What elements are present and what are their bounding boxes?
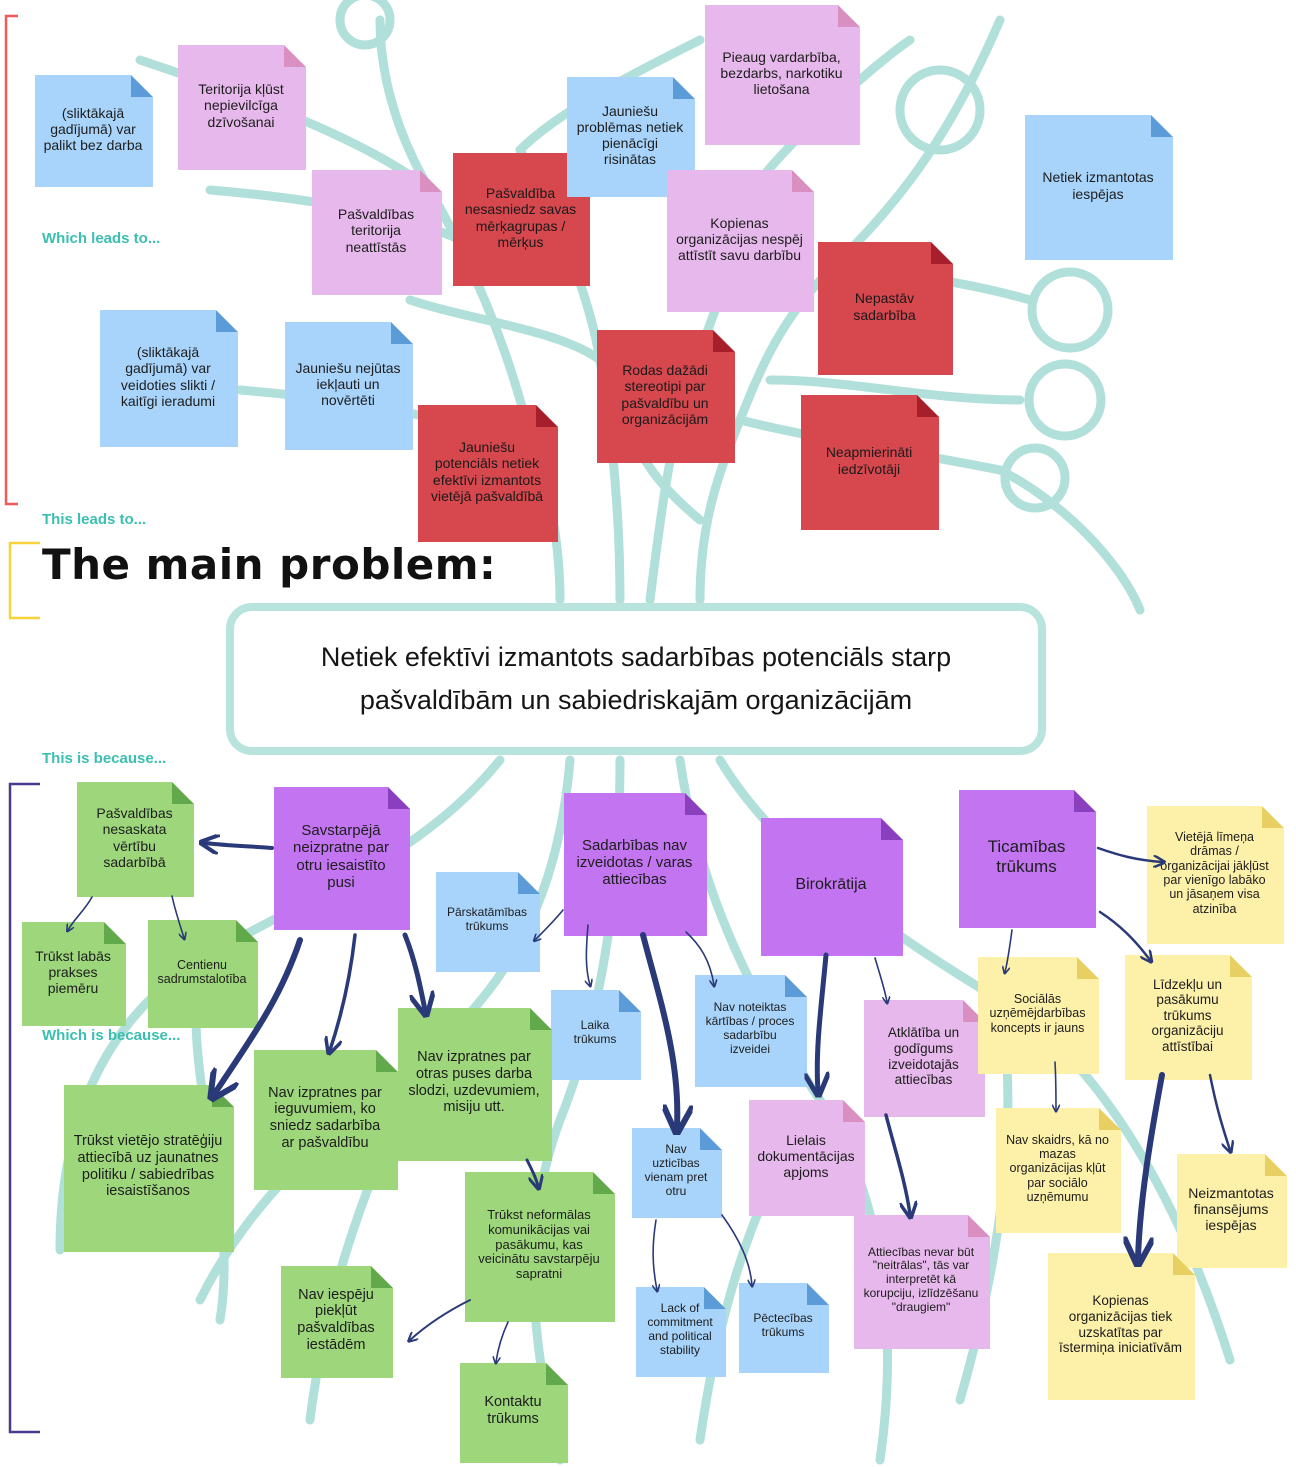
main-problem-heading: The main problem:	[42, 540, 497, 589]
cause-note: Laika trūkums	[551, 990, 641, 1080]
which-is-because-label: Which is because...	[42, 1027, 181, 1044]
cause-note: Pēctecības trūkums	[739, 1283, 829, 1373]
cause-note: Kopienas organizācijas tiek uzskatītas p…	[1048, 1253, 1195, 1400]
cause-note: Atklātība un godīgums izveidotajās attie…	[864, 1000, 985, 1117]
cause-note: Savstarpējā neizpratne par otru iesaistī…	[274, 787, 410, 930]
cause-note: Nav iespēju piekļūt pašvaldības iestādēm	[281, 1266, 393, 1378]
cause-note: Lielais dokumentācijas apjoms	[749, 1100, 865, 1216]
effect-note: Jauniešu potenciāls netiek efektīvi izma…	[418, 405, 558, 542]
effect-note: Pieaug vardarbība, bezdarbs, narkotiku l…	[705, 5, 860, 145]
effect-note: Teritorija kļūst nepievilcīga dzīvošanai	[178, 45, 306, 170]
cause-note: Trūkst neformālas komunikācijas vai pasā…	[465, 1172, 615, 1322]
cause-note: Vietējā līmeņa drāmas / organizācijai jā…	[1147, 806, 1284, 944]
cause-note: Nav uzticības vienam pret otru	[632, 1128, 722, 1218]
this-is-because-label: This is because...	[42, 750, 167, 767]
cause-note: Trūkst vietējo stratēģiju attiecībā uz j…	[64, 1085, 234, 1252]
cause-note: Centienu sadrumstalotība	[148, 920, 258, 1028]
cause-note: Sociālās uzņēmējdarbības koncepts ir jau…	[978, 957, 1099, 1074]
effect-note: Neapmierināti iedzīvotāji	[801, 395, 939, 530]
cause-note: Attiecības nevar būt "neitrālas", tās va…	[854, 1215, 990, 1349]
effect-note: Rodas dažādi stereotipi par pašvaldību u…	[597, 330, 735, 463]
cause-note: Līdzekļu un pasākumu trūkums organizācij…	[1125, 955, 1252, 1080]
which-leads-to-label: Which leads to...	[42, 230, 161, 247]
effects-bracket	[4, 14, 18, 506]
cause-note: Nav noteiktas kārtības / proces sadarbīb…	[695, 975, 807, 1087]
cause-note: Nav skaidrs, kā no mazas organizācijas k…	[996, 1108, 1121, 1233]
cause-note: Birokrātija	[761, 818, 903, 956]
cause-note: Sadarbības nav izveidotas / varas attiec…	[564, 793, 707, 936]
cause-note: Pārskatāmības trūkums	[436, 872, 540, 972]
problem-bracket	[8, 541, 40, 620]
this-leads-to-label: This leads to...	[42, 511, 147, 528]
cause-note: Nav izpratnes par ieguvumiem, ko sniedz …	[254, 1050, 398, 1190]
cause-note: Neizmantotas finansējums iespējas	[1177, 1154, 1287, 1268]
cause-note: Pašvaldības nesaskata vērtību sadarbībā	[77, 782, 194, 897]
effect-note: Kopienas organizācijas nespēj attīstīt s…	[667, 170, 814, 312]
effect-note: Netiek izmantotas iespējas	[1025, 115, 1173, 260]
effect-note: (sliktākajā gadījumā) var veidoties slik…	[100, 310, 238, 447]
cause-note: Lack of commitment and political stabili…	[636, 1287, 726, 1377]
cause-note: Trūkst labās prakses piemēru	[22, 922, 126, 1026]
cause-note: Nav izpratnes par otras puses darba slod…	[398, 1008, 552, 1161]
cause-note: Kontaktu trūkums	[460, 1363, 568, 1463]
main-problem-text: Netiek efektīvi izmantots sadarbības pot…	[320, 641, 952, 715]
effect-note: Nepastāv sadarbība	[818, 242, 953, 375]
effect-note: Jauniešu nejūtas iekļauti un novērtēti	[285, 322, 413, 450]
cause-note: Ticamības trūkums	[959, 790, 1096, 928]
effect-note: (sliktākajā gadījumā) var palikt bez dar…	[35, 75, 153, 187]
causes-bracket	[8, 782, 40, 1434]
main-problem-box: Netiek efektīvi izmantots sadarbības pot…	[226, 603, 1046, 755]
effect-note: Pašvaldības teritorija neattīstās	[312, 170, 442, 295]
